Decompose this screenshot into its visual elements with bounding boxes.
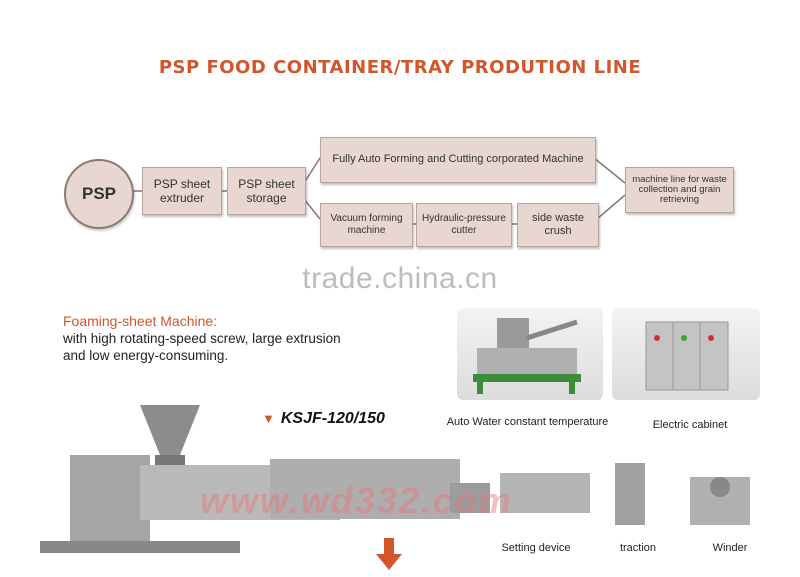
foaming-machine-title: Foaming-sheet Machine: xyxy=(63,313,218,329)
auto-forming-node: Fully Auto Forming and Cutting corporate… xyxy=(320,137,596,183)
desc-line-1: with high rotating-speed screw, large ex… xyxy=(63,331,341,346)
water-temperature-photo xyxy=(457,308,603,400)
page-title: PSP FOOD CONTAINER/TRAY PRODUTION LINE xyxy=(158,57,642,78)
setting-caption: Setting device xyxy=(501,542,571,554)
psp-start-node: PSP xyxy=(64,159,134,229)
arrow-down-icon xyxy=(376,538,402,570)
photo-watermark: www.wd332.com xyxy=(200,480,513,521)
flow-connectors xyxy=(130,157,626,225)
electric-cabinet-photo xyxy=(612,308,760,400)
foaming-machine-desc: with high rotating-speed screw, large ex… xyxy=(63,330,383,364)
traction-caption: traction xyxy=(619,542,657,554)
waste-collection-node: machine line for waste collection and gr… xyxy=(625,167,734,213)
model-name: KSJF-120/150 xyxy=(280,410,385,427)
water-machine-illustration xyxy=(473,318,581,394)
extrusion-line-illustration xyxy=(40,405,750,553)
cabinet-caption: Electric cabinet xyxy=(652,419,728,431)
hydraulic-cutter-node: Hydraulic-pressure cutter xyxy=(416,203,512,247)
cabinet-illustration xyxy=(645,321,729,391)
waste-crush-node: side waste crush xyxy=(517,203,599,247)
winder-caption: Winder xyxy=(712,542,748,554)
triangle-down-icon: ▼ xyxy=(262,411,275,426)
model-label: ▼ KSJF-120/150 xyxy=(262,410,385,428)
vacuum-forming-node: Vacuum forming machine xyxy=(320,203,413,247)
storage-node: PSP sheet storage xyxy=(227,167,306,215)
extruder-node: PSP sheet extruder xyxy=(142,167,222,215)
trade-watermark: trade.china.cn xyxy=(302,262,498,295)
desc-line-2: and low energy-consuming. xyxy=(63,348,229,363)
water-caption: Auto Water constant temperature xyxy=(446,416,609,428)
